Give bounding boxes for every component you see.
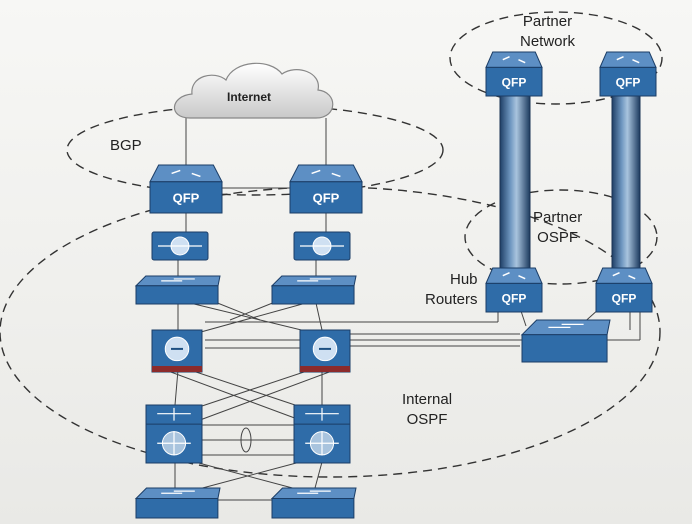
ips-sensor-icon xyxy=(293,231,351,261)
switch-icon xyxy=(270,487,357,519)
ips-sensor-icon xyxy=(151,231,209,261)
partner-router-left: QFP xyxy=(485,51,543,97)
qfp-label: QFP xyxy=(612,291,637,305)
qfp-router-icon: QFP xyxy=(595,267,653,313)
edge-router-left: QFP xyxy=(149,164,223,214)
qfp-label: QFP xyxy=(502,291,527,305)
qfp-router-icon: QFP xyxy=(149,164,223,214)
firewall-icon xyxy=(299,329,351,373)
switch-left-top xyxy=(134,275,221,305)
switch-right-bottom xyxy=(270,487,357,519)
switch-icon xyxy=(520,319,611,363)
core-switch-icon xyxy=(293,404,351,464)
internal-ospf-label: Internal OSPF xyxy=(402,391,453,428)
ips-right xyxy=(293,231,351,261)
qfp-label: QFP xyxy=(616,75,641,89)
internet-label: Internet xyxy=(227,90,272,104)
firewall-icon xyxy=(151,329,203,373)
firewall-left xyxy=(151,329,203,373)
switch-left-bottom xyxy=(134,487,221,519)
qfp-router-icon: QFP xyxy=(289,164,363,214)
partner-network-label: Partner Network xyxy=(520,13,576,50)
qfp-router-icon: QFP xyxy=(485,267,543,313)
core-switch-left xyxy=(145,404,203,464)
ips-left xyxy=(151,231,209,261)
qfp-router-icon: QFP xyxy=(599,51,657,97)
hub-routers-label: Hub Routers xyxy=(425,271,478,308)
hub-router-left: QFP xyxy=(485,267,543,313)
edge-router-right: QFP xyxy=(289,164,363,214)
qfp-label: QFP xyxy=(313,190,340,205)
qfp-label: QFP xyxy=(173,190,200,205)
partner-ospf-region xyxy=(464,189,658,285)
switch-icon xyxy=(134,275,221,305)
qfp-router-icon: QFP xyxy=(485,51,543,97)
partner-router-right: QFP xyxy=(599,51,657,97)
partner-link-left xyxy=(499,79,531,281)
switch-right-top xyxy=(270,275,357,305)
switch-icon xyxy=(134,487,221,519)
partner-link-right xyxy=(611,79,641,281)
qfp-label: QFP xyxy=(502,75,527,89)
switch-icon xyxy=(270,275,357,305)
hub-switch xyxy=(520,319,611,363)
core-switch-right xyxy=(293,404,351,464)
internet-cloud-icon xyxy=(173,62,334,119)
partner-ospf-label: Partner OSPF xyxy=(533,209,583,246)
bgp-label: BGP xyxy=(110,137,142,154)
partner-network-region xyxy=(449,11,663,105)
hub-router-right: QFP xyxy=(595,267,653,313)
core-switch-icon xyxy=(145,404,203,464)
firewall-right xyxy=(299,329,351,373)
